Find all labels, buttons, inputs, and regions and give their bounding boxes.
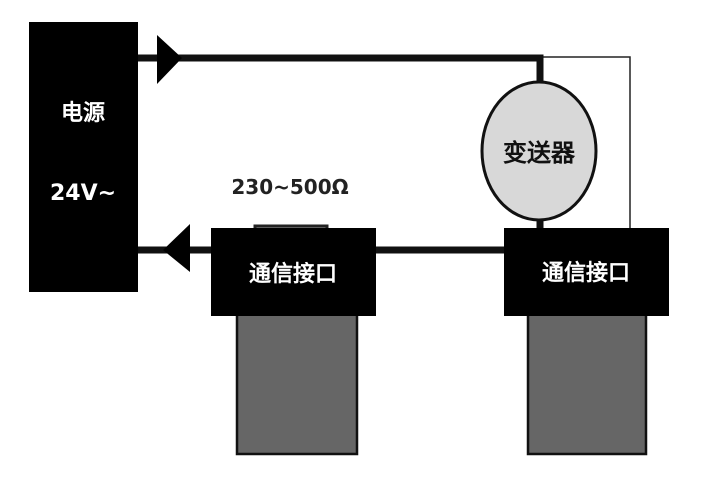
comm-interface-left-box <box>211 228 376 316</box>
thin-wire-right <box>540 56 631 230</box>
transmitter-circle <box>480 80 598 222</box>
transmitter-label: 变送器 <box>503 139 576 167</box>
comm-device-right <box>526 312 648 456</box>
arrow-right-icon <box>157 35 182 84</box>
power-supply-box <box>29 22 138 292</box>
comm-interface-right-box <box>504 228 669 316</box>
supply-wire-top <box>138 54 544 84</box>
power-supply-voltage: 24V~ <box>50 181 116 206</box>
comm-interface-left-label: 通信接口 <box>249 261 337 287</box>
comm-device-left <box>235 312 359 456</box>
power-supply-title: 电源 <box>61 101 105 126</box>
load-resistance: 230~500Ω <box>231 175 348 199</box>
arrow-left-icon <box>163 224 190 272</box>
comm-interface-right-label: 通信接口 <box>542 260 630 286</box>
